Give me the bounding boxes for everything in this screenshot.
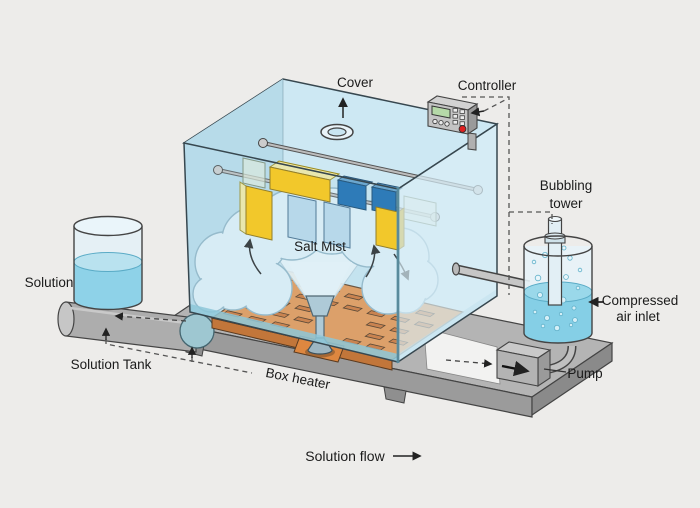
solution-label: Solution bbox=[25, 275, 74, 290]
bubble bbox=[540, 323, 546, 329]
sample-blue-back bbox=[337, 179, 367, 211]
tower-rim bbox=[523, 235, 593, 257]
test-samples bbox=[239, 157, 437, 251]
bubble bbox=[544, 314, 551, 321]
solution-tank bbox=[73, 215, 143, 311]
mist-cone-core bbox=[288, 262, 352, 296]
tank-liquid bbox=[74, 262, 142, 310]
base-foot bbox=[383, 386, 407, 404]
air-tube bbox=[547, 218, 563, 306]
solution-flow-label: Solution flow bbox=[305, 448, 385, 464]
sample-lightblue-front bbox=[287, 194, 317, 244]
bubble bbox=[572, 317, 578, 323]
tank-rim bbox=[73, 215, 143, 237]
floor-solution-band bbox=[190, 304, 398, 362]
cover-port bbox=[320, 97, 354, 141]
controller-lcd bbox=[431, 105, 451, 119]
pump-flow-arrow bbox=[501, 360, 530, 377]
pipe-flange bbox=[451, 262, 461, 276]
pump-leader bbox=[543, 368, 567, 373]
mist-arrow-left bbox=[243, 238, 262, 275]
rod-cap bbox=[213, 165, 223, 175]
bubbling-tower-label-1: Bubbling bbox=[540, 178, 593, 193]
bubble bbox=[575, 285, 581, 291]
test-chamber bbox=[182, 78, 499, 371]
bubble bbox=[577, 267, 583, 273]
compressed-air-label-1: Compressed bbox=[602, 293, 679, 308]
nozzle-cup bbox=[305, 295, 335, 317]
controller-red-button bbox=[458, 125, 467, 133]
rod-cap bbox=[258, 138, 268, 148]
air-tube-top bbox=[547, 215, 563, 223]
bubbling-tower bbox=[523, 215, 593, 344]
bubble bbox=[563, 274, 569, 280]
bubble bbox=[534, 274, 542, 282]
controller-label: Controller bbox=[458, 78, 517, 93]
cover-ring-inner bbox=[327, 127, 347, 137]
pipe-highlight bbox=[69, 306, 195, 326]
bubble bbox=[561, 245, 567, 251]
bubble bbox=[532, 309, 538, 315]
bubbles bbox=[531, 240, 583, 332]
controller-stub bbox=[483, 98, 508, 112]
heater-slot bbox=[293, 316, 314, 324]
salt-mist-label: Salt Mist bbox=[294, 239, 346, 254]
pump-label: Pump bbox=[567, 366, 602, 381]
controller-pointer-arrow bbox=[470, 107, 485, 117]
bubble bbox=[537, 291, 544, 298]
controller bbox=[426, 95, 479, 151]
bubbling-tower-label-2: tower bbox=[549, 196, 583, 211]
flow-arrow-channel bbox=[445, 359, 493, 368]
tank-liquid-surface bbox=[73, 252, 143, 272]
controller-wire-leader bbox=[462, 96, 510, 295]
bubble bbox=[553, 324, 561, 332]
sample-lightblue-front bbox=[323, 201, 351, 249]
sample-yellow-front bbox=[245, 185, 273, 241]
bubble bbox=[568, 322, 574, 328]
heater-slot bbox=[364, 333, 385, 341]
spray-nozzle bbox=[305, 295, 335, 358]
cover-label: Cover bbox=[337, 75, 374, 90]
heater-slot bbox=[342, 304, 363, 312]
bubble bbox=[567, 255, 573, 261]
air-pipe bbox=[451, 262, 531, 290]
controller-knob bbox=[432, 118, 438, 125]
bubble bbox=[571, 305, 577, 311]
sample-yellow-back bbox=[269, 166, 331, 203]
controller-right bbox=[467, 102, 478, 136]
heater-slot bbox=[365, 321, 386, 329]
controller-knob bbox=[444, 121, 450, 127]
mist-arrow-right-up bbox=[365, 244, 381, 278]
solution-tank-label: Solution Tank bbox=[71, 357, 152, 372]
compressed-air-label-2: air inlet bbox=[616, 309, 660, 324]
pipe-end-cap bbox=[57, 301, 75, 337]
drain-bend bbox=[179, 313, 215, 349]
base-right-face bbox=[531, 341, 613, 417]
mist-cloud-lobe bbox=[194, 277, 228, 311]
sample-pale bbox=[242, 157, 266, 189]
controller-knob bbox=[438, 120, 444, 126]
flow-legend: Solution flow bbox=[305, 448, 422, 464]
tower-liquid bbox=[524, 292, 592, 343]
bubbling-tower-leader bbox=[509, 211, 553, 224]
flow-channel bbox=[423, 327, 501, 385]
flow-arrow-left bbox=[114, 312, 187, 322]
controller-mount bbox=[467, 132, 477, 151]
bubble bbox=[531, 259, 537, 265]
bubble bbox=[558, 311, 564, 317]
